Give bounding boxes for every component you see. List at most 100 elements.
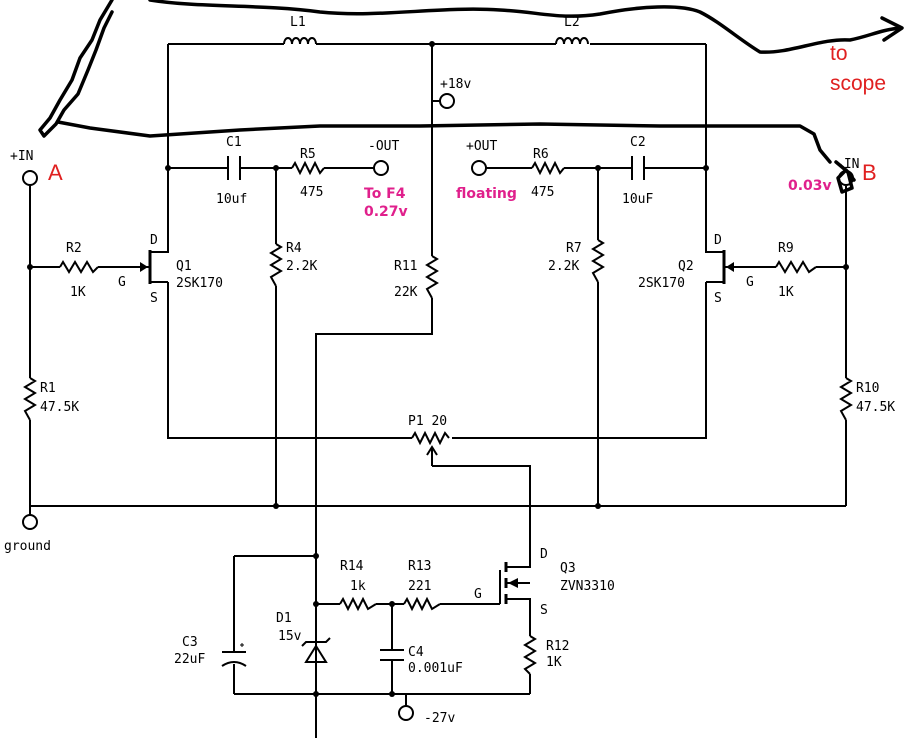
label-r13: R13 bbox=[408, 559, 431, 574]
resistor-r14 bbox=[339, 596, 377, 612]
annotation-scope: scope bbox=[830, 72, 886, 95]
label-r7: R7 bbox=[566, 241, 582, 256]
label-r9: R9 bbox=[778, 241, 794, 256]
label-r2: R2 bbox=[66, 241, 82, 256]
resistor-r5 bbox=[291, 160, 325, 176]
label-q1-g: G bbox=[118, 275, 126, 290]
label-c4: C4 bbox=[408, 645, 424, 660]
probe-lead-a bbox=[38, 0, 114, 138]
resistor-r6 bbox=[531, 160, 565, 176]
label-p1: P1 20 bbox=[408, 414, 447, 429]
resistor-r10 bbox=[839, 377, 853, 421]
label-r2-value: 1K bbox=[70, 285, 86, 300]
annotation-b-value: 0.03v bbox=[788, 178, 832, 194]
label-r10-value: 47.5K bbox=[856, 400, 895, 415]
label-c2-value: 10uF bbox=[622, 192, 653, 207]
inductor-l1 bbox=[283, 37, 317, 45]
terminal-plus18 bbox=[439, 93, 455, 109]
label-q2-d: D bbox=[714, 233, 722, 248]
label-q3: Q3 bbox=[560, 561, 576, 576]
hand-drawn-probe-lines bbox=[38, 0, 904, 194]
terminal-plus-in bbox=[22, 170, 38, 186]
label-r11-value: 22K bbox=[394, 285, 418, 300]
label-d1-value: 15v bbox=[278, 629, 302, 644]
mosfet-q3 bbox=[499, 560, 531, 604]
annotation-to-f4-value: 0.27v bbox=[364, 204, 408, 220]
label-q1-s: S bbox=[150, 291, 158, 306]
label-plus-in: +IN bbox=[10, 149, 33, 164]
label-q2: Q2 bbox=[678, 259, 694, 274]
resistor-r13 bbox=[403, 596, 441, 612]
resistor-r2 bbox=[59, 260, 99, 274]
label-q1-d: D bbox=[150, 233, 158, 248]
label-c3: C3 bbox=[182, 635, 198, 650]
label-plus-out: +OUT bbox=[466, 139, 497, 154]
capacitor-c3 bbox=[221, 643, 247, 667]
resistor-r12 bbox=[523, 635, 537, 675]
label-r14: R14 bbox=[340, 559, 364, 574]
junction-dots bbox=[27, 41, 849, 697]
terminal-minus27 bbox=[398, 705, 414, 721]
terminal-minus-out bbox=[373, 160, 389, 176]
resistor-r4 bbox=[269, 243, 283, 287]
label-q3-part: ZVN3310 bbox=[560, 579, 615, 594]
label-minus27: -27v bbox=[424, 711, 455, 726]
label-r14-value: 1k bbox=[350, 579, 366, 594]
capacitor-c2 bbox=[628, 156, 648, 180]
zener-diode-d1 bbox=[301, 637, 331, 663]
label-c4-value: 0.001uF bbox=[408, 661, 463, 676]
annotation-floating: floating bbox=[456, 186, 517, 202]
label-r4: R4 bbox=[286, 241, 302, 256]
potentiometer-p1 bbox=[411, 430, 450, 466]
label-r11: R11 bbox=[394, 259, 417, 274]
label-q1: Q1 bbox=[176, 259, 192, 274]
annotation-letter-a: A bbox=[48, 160, 63, 185]
terminal-plus-out bbox=[471, 160, 487, 176]
resistor-r1 bbox=[23, 377, 37, 421]
resistor-r7 bbox=[591, 239, 605, 283]
label-ground: ground bbox=[4, 539, 51, 554]
terminal-ground bbox=[22, 514, 38, 530]
resistor-r9 bbox=[775, 260, 817, 274]
inductor-l2 bbox=[555, 37, 589, 45]
label-minus-out: -OUT bbox=[368, 139, 399, 154]
label-r7-value: 2.2K bbox=[548, 259, 579, 274]
label-c2: C2 bbox=[630, 135, 646, 150]
capacitor-c4 bbox=[380, 649, 404, 661]
label-r12-value: 1K bbox=[546, 655, 562, 670]
label-d1: D1 bbox=[276, 611, 292, 626]
jfet-q2 bbox=[705, 250, 742, 284]
label-r5: R5 bbox=[300, 147, 316, 162]
label-r13-value: 221 bbox=[408, 579, 431, 594]
label-c1: C1 bbox=[226, 135, 242, 150]
label-q2-s: S bbox=[714, 291, 722, 306]
resistors bbox=[23, 160, 853, 675]
label-q2-part: 2SK170 bbox=[638, 276, 685, 291]
label-r9-value: 1K bbox=[778, 285, 794, 300]
label-r10: R10 bbox=[856, 381, 879, 396]
capacitors bbox=[221, 156, 648, 667]
label-l1: L1 bbox=[290, 15, 306, 30]
label-r1: R1 bbox=[40, 381, 56, 396]
label-q3-g: G bbox=[474, 587, 482, 602]
label-q1-part: 2SK170 bbox=[176, 276, 223, 291]
label-q2-g: G bbox=[746, 275, 754, 290]
label-r6-value: 475 bbox=[531, 185, 554, 200]
jfet-q1 bbox=[132, 250, 169, 284]
label-c3-value: 22uF bbox=[174, 652, 205, 667]
label-r5-value: 475 bbox=[300, 185, 323, 200]
capacitor-c1 bbox=[224, 156, 244, 180]
component-labels: L1 L2 +18v C1 10uf R5 475 -OUT +OUT R6 4… bbox=[4, 15, 895, 726]
label-r6: R6 bbox=[533, 147, 549, 162]
probe-lead-scope bbox=[148, 0, 902, 54]
annotation-letter-b: B bbox=[862, 160, 877, 185]
label-q3-d: D bbox=[540, 547, 548, 562]
resistor-r11 bbox=[425, 255, 439, 299]
label-q3-s: S bbox=[540, 603, 548, 618]
label-l2: L2 bbox=[564, 15, 580, 30]
label-c1-value: 10uf bbox=[216, 192, 247, 207]
label-r4-value: 2.2K bbox=[286, 259, 317, 274]
annotation-to: to bbox=[830, 42, 848, 65]
annotation-to-f4: To F4 bbox=[364, 186, 406, 202]
